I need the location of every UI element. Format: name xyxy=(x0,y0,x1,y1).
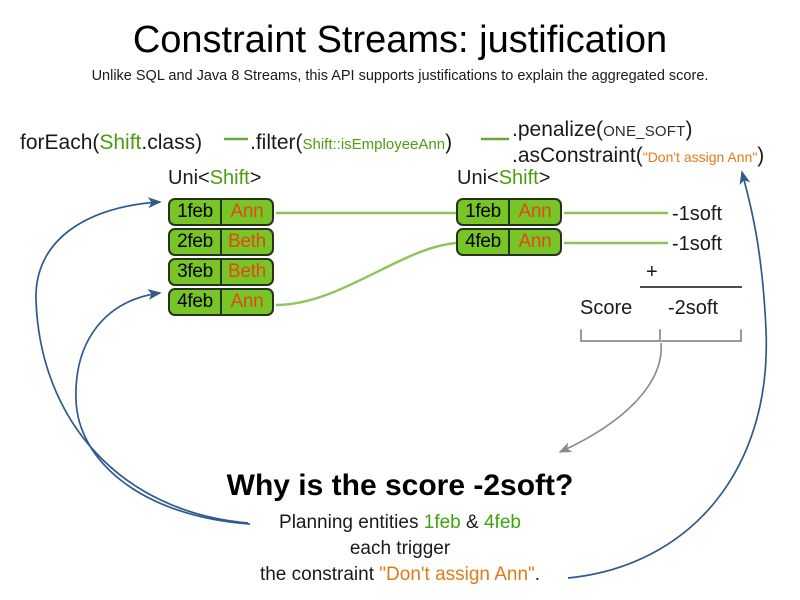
code-asconstraint: .asConstraint("Don't assign Ann") xyxy=(512,143,764,170)
explanation-line3-prefix: the constraint xyxy=(259,564,380,585)
code-penalize-arg: ONE_SOFT xyxy=(603,123,686,140)
stream-left-label: Uni<Shift> xyxy=(168,166,261,190)
fact-card-name: Beth xyxy=(228,231,266,252)
code-filter: .filter(Shift::isEmployeeAnn) xyxy=(250,130,452,158)
explanation-constraint-name: "Don't assign Ann" xyxy=(379,564,535,585)
fact-card-name: Ann xyxy=(230,291,264,312)
fact-card[interactable]: 1feb Ann xyxy=(168,198,274,226)
explanation-line-2: each trigger xyxy=(349,538,451,559)
score-operator: + xyxy=(646,261,658,283)
explanation-line3-suffix: . xyxy=(534,564,541,585)
score-total: -2soft xyxy=(668,297,719,319)
fact-card-name: Ann xyxy=(518,201,552,222)
code-filter-call: .filter( xyxy=(250,131,303,154)
fact-card-name: Beth xyxy=(228,261,266,282)
stream-right-label-type: Shift xyxy=(498,167,539,189)
fact-card-date: 2feb xyxy=(170,230,222,254)
score-label: Score xyxy=(580,297,633,319)
fact-card-date: 1feb xyxy=(170,200,222,224)
code-foreach: forEach(Shift.class) xyxy=(20,130,202,156)
explanation-line-3: the constraint "Don't assign Ann". xyxy=(0,562,800,588)
explanation-heading: Why is the score -2soft? xyxy=(226,469,574,502)
code-foreach-call: forEach( xyxy=(20,131,100,154)
code-penalize-call: .penalize( xyxy=(512,118,604,141)
page-subtitle: Unlike SQL and Java 8 Streams, this API … xyxy=(91,68,709,84)
fact-card[interactable]: 1feb Ann xyxy=(456,198,562,226)
fact-card[interactable]: 2feb Beth xyxy=(168,228,274,256)
explanation-body: Planning entities 1feb & 4feb each trigg… xyxy=(0,510,800,588)
page-title: Constraint Streams: justification xyxy=(132,19,668,61)
code-asconstraint-tail: ) xyxy=(757,144,765,167)
fact-card-name: Ann xyxy=(230,201,264,222)
code-asconstraint-arg: "Don't assign Ann" xyxy=(642,149,758,165)
stream-left-label-prefix: Uni< xyxy=(168,167,210,189)
code-foreach-tail: .class) xyxy=(141,131,203,154)
code-asconstraint-call: .asConstraint( xyxy=(512,144,643,167)
explanation-line-1: Planning entities 1feb & 4feb xyxy=(0,510,800,536)
code-filter-tail: ) xyxy=(445,131,453,154)
score-sum-rule xyxy=(640,286,742,288)
fact-card-date: 1feb xyxy=(458,200,510,224)
explanation-entity-1feb: 1feb xyxy=(423,512,461,533)
explanation-line1-prefix: Planning entities xyxy=(279,512,424,533)
code-penalize: .penalize(ONE_SOFT) xyxy=(512,117,693,145)
fact-card[interactable]: 4feb Ann xyxy=(168,288,274,316)
code-penalize-tail: ) xyxy=(685,118,693,141)
stream-left-label-type: Shift xyxy=(209,167,250,189)
stream-right-cards: 1feb Ann 4feb Ann xyxy=(456,198,562,258)
explanation-line1-amp: & xyxy=(460,512,484,533)
stream-right-label-prefix: Uni< xyxy=(457,167,499,189)
fact-card-date: 4feb xyxy=(458,230,510,254)
fact-card-date: 4feb xyxy=(170,290,222,314)
stream-left-label-suffix: > xyxy=(249,167,262,189)
brace-to-explanation-arrow xyxy=(558,342,662,453)
fact-card[interactable]: 4feb Ann xyxy=(456,228,562,256)
flow-line-4feb xyxy=(275,241,457,307)
explanation-entity-4feb: 4feb xyxy=(483,512,521,533)
score-impact-2: -1soft xyxy=(672,233,723,255)
stream-left-cards: 1feb Ann 2feb Beth 3feb Beth 4feb Ann xyxy=(168,198,274,318)
score-brace-right xyxy=(661,329,742,342)
score-brace xyxy=(580,329,661,342)
fact-card[interactable]: 3feb Beth xyxy=(168,258,274,286)
score-impact-1: -1soft xyxy=(672,203,723,225)
stream-right-label-suffix: > xyxy=(538,167,551,189)
code-foreach-type: Shift xyxy=(99,131,142,154)
fact-card-date: 3feb xyxy=(170,260,222,284)
stream-right-label: Uni<Shift> xyxy=(457,166,550,190)
code-filter-arg: Shift::isEmployeeAnn xyxy=(302,136,446,153)
fact-card-name: Ann xyxy=(518,231,552,252)
